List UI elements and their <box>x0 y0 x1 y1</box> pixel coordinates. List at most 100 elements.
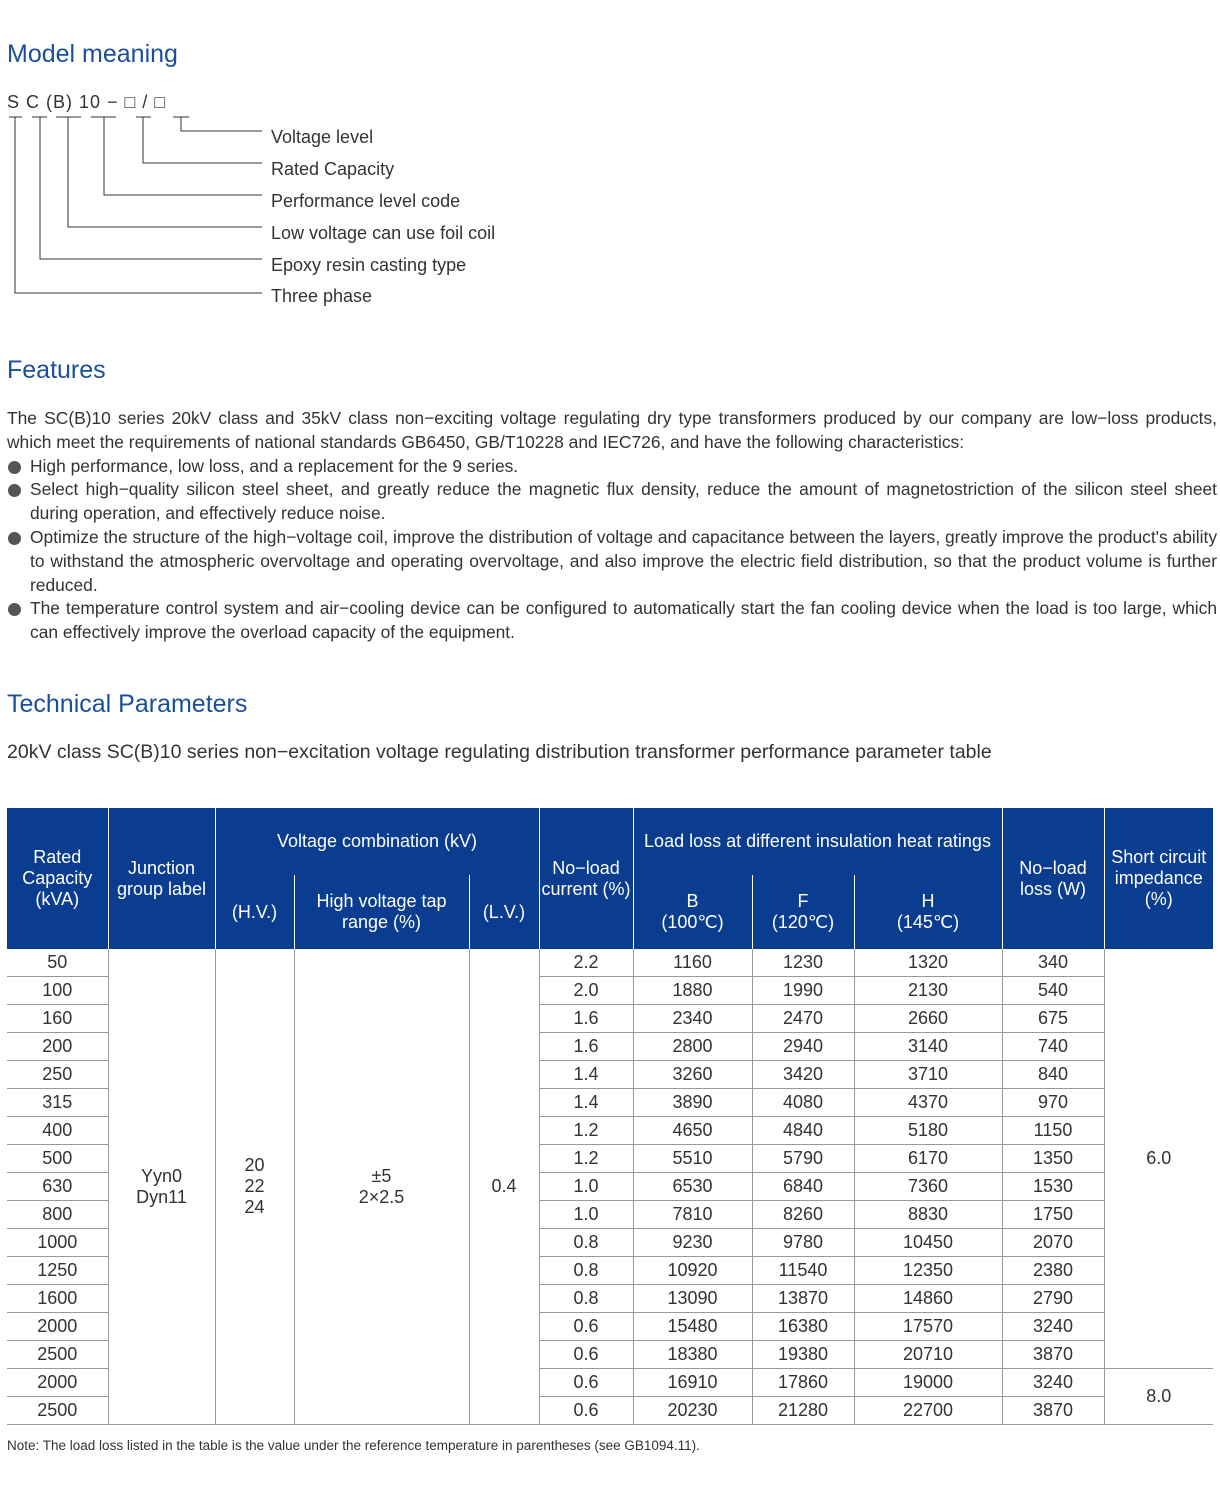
cell-rated-capacity: 500 <box>7 1144 108 1173</box>
cell-loss-h: 22700 <box>853 1396 1002 1425</box>
cell-rated-capacity: 2500 <box>7 1340 108 1369</box>
cell-loss-b: 13090 <box>632 1284 752 1313</box>
header-load-loss: Load loss at different insulation heat r… <box>632 808 1002 875</box>
cell-rated-capacity: 100 <box>7 976 108 1005</box>
cell-loss-h: 12350 <box>853 1256 1002 1285</box>
cell-no-load-current: 1.4 <box>538 1060 633 1089</box>
cell-no-load-current: 2.0 <box>538 976 633 1005</box>
cell-line: 20 <box>244 1155 265 1175</box>
cell-loss-h: 8830 <box>853 1200 1002 1229</box>
cell-no-load-loss: 3240 <box>1001 1312 1104 1341</box>
model-meaning-heading: Model meaning <box>7 40 178 68</box>
cell-rated-capacity: 1000 <box>7 1228 108 1257</box>
cell-rated-capacity: 630 <box>7 1172 108 1201</box>
cell-rated-capacity: 1600 <box>7 1284 108 1313</box>
cell-loss-b: 6530 <box>632 1172 752 1201</box>
header-no-load-current: No−load current (%) <box>538 808 633 949</box>
technical-heading: Technical Parameters <box>7 690 248 718</box>
header-class-h: H(145℃) <box>853 875 1002 949</box>
cell-no-load-loss: 340 <box>1001 949 1104 977</box>
header-lv: (L.V.) <box>468 875 539 949</box>
header-hv: (H.V.) <box>214 875 294 949</box>
cell-loss-h: 1320 <box>853 949 1002 977</box>
feature-text: Optimize the structure of the high−volta… <box>30 526 1218 595</box>
cell-rated-capacity: 50 <box>7 949 108 977</box>
header-voltage-combination: Voltage combination (kV) <box>214 808 539 875</box>
parameter-table-wrapper: Rated Capacity (kVA) Junction group labe… <box>7 808 1213 1425</box>
cell-loss-h: 2660 <box>853 1004 1002 1033</box>
legend-rated-capacity: Rated Capacity <box>271 159 395 179</box>
cell-no-load-current: 0.6 <box>538 1340 633 1369</box>
cell-impedance: 8.0 <box>1103 1368 1213 1425</box>
cell-no-load-loss: 1530 <box>1001 1172 1104 1201</box>
cell-loss-h: 2130 <box>853 976 1002 1005</box>
bullet-icon <box>8 531 21 545</box>
cell-loss-b: 15480 <box>632 1312 752 1341</box>
cell-loss-f: 4840 <box>751 1116 854 1145</box>
cell-loss-h: 3710 <box>853 1060 1002 1089</box>
cell-rated-capacity: 160 <box>7 1004 108 1033</box>
cell-no-load-loss: 1150 <box>1001 1116 1104 1145</box>
cell-rated-capacity: 2000 <box>7 1312 108 1341</box>
feature-bullet: Select high−quality silicon steel sheet,… <box>7 478 1217 526</box>
cell-no-load-loss: 675 <box>1001 1004 1104 1033</box>
cell-no-load-current: 0.6 <box>538 1396 633 1425</box>
cell-loss-f: 4080 <box>751 1088 854 1117</box>
cell-loss-f: 9780 <box>751 1228 854 1257</box>
cell-loss-h: 7360 <box>853 1172 1002 1201</box>
features-body: The SC(B)10 series 20kV class and 35kV c… <box>7 407 1217 645</box>
header-junction-group: Junction group label <box>107 808 215 949</box>
cell-loss-h: 3140 <box>853 1032 1002 1061</box>
cell-no-load-current: 0.8 <box>538 1284 633 1313</box>
features-heading: Features <box>7 356 106 384</box>
cell-rated-capacity: 2500 <box>7 1396 108 1425</box>
feature-bullet: Optimize the structure of the high−volta… <box>7 526 1217 597</box>
legend-performance-level: Performance level code <box>271 191 461 211</box>
cell-line: 22 <box>244 1176 265 1196</box>
feature-text: Select high−quality silicon steel sheet,… <box>30 479 1217 524</box>
cell-no-load-current: 1.4 <box>538 1088 633 1117</box>
cell-no-load-loss: 970 <box>1001 1088 1104 1117</box>
cell-loss-h: 19000 <box>853 1368 1002 1397</box>
cell-no-load-current: 0.6 <box>538 1368 633 1397</box>
cell-loss-f: 2940 <box>751 1032 854 1061</box>
legend-three-phase: Three phase <box>271 286 373 306</box>
cell-loss-b: 10920 <box>632 1256 752 1285</box>
cell-loss-f: 5790 <box>751 1144 854 1173</box>
cell-loss-f: 19380 <box>751 1340 854 1369</box>
legend-voltage-level: Voltage level <box>271 127 374 147</box>
header-rated-capacity: Rated Capacity (kVA) <box>7 808 108 949</box>
cell-no-load-loss: 840 <box>1001 1060 1104 1089</box>
cell-rated-capacity: 800 <box>7 1200 108 1229</box>
model-code: S C (B) 10 − □ / □ <box>7 92 167 112</box>
table-note: Note: The load loss listed in the table … <box>7 1438 700 1453</box>
feature-text: High performance, low loss, and a replac… <box>30 455 519 476</box>
cell-no-load-loss: 540 <box>1001 976 1104 1005</box>
cell-loss-b: 3890 <box>632 1088 752 1117</box>
header-tap-range: High voltage tap range (%) <box>293 875 469 949</box>
cell-loss-h: 14860 <box>853 1284 1002 1313</box>
header-class-f: F(120℃) <box>751 875 854 949</box>
class-f-temp: (120℃) <box>771 912 835 932</box>
cell-loss-f: 1990 <box>751 976 854 1005</box>
class-h-temp: (145℃) <box>896 912 960 932</box>
cell-no-load-current: 1.6 <box>538 1032 633 1061</box>
cell-line: Dyn11 <box>136 1186 187 1207</box>
cell-no-load-loss: 1350 <box>1001 1144 1104 1173</box>
class-h-label: H <box>921 891 935 911</box>
cell-loss-b: 20230 <box>632 1396 752 1425</box>
cell-loss-h: 5180 <box>853 1116 1002 1145</box>
cell-loss-b: 16910 <box>632 1368 752 1397</box>
cell-loss-b: 1160 <box>632 949 752 977</box>
cell-rated-capacity: 2000 <box>7 1368 108 1397</box>
